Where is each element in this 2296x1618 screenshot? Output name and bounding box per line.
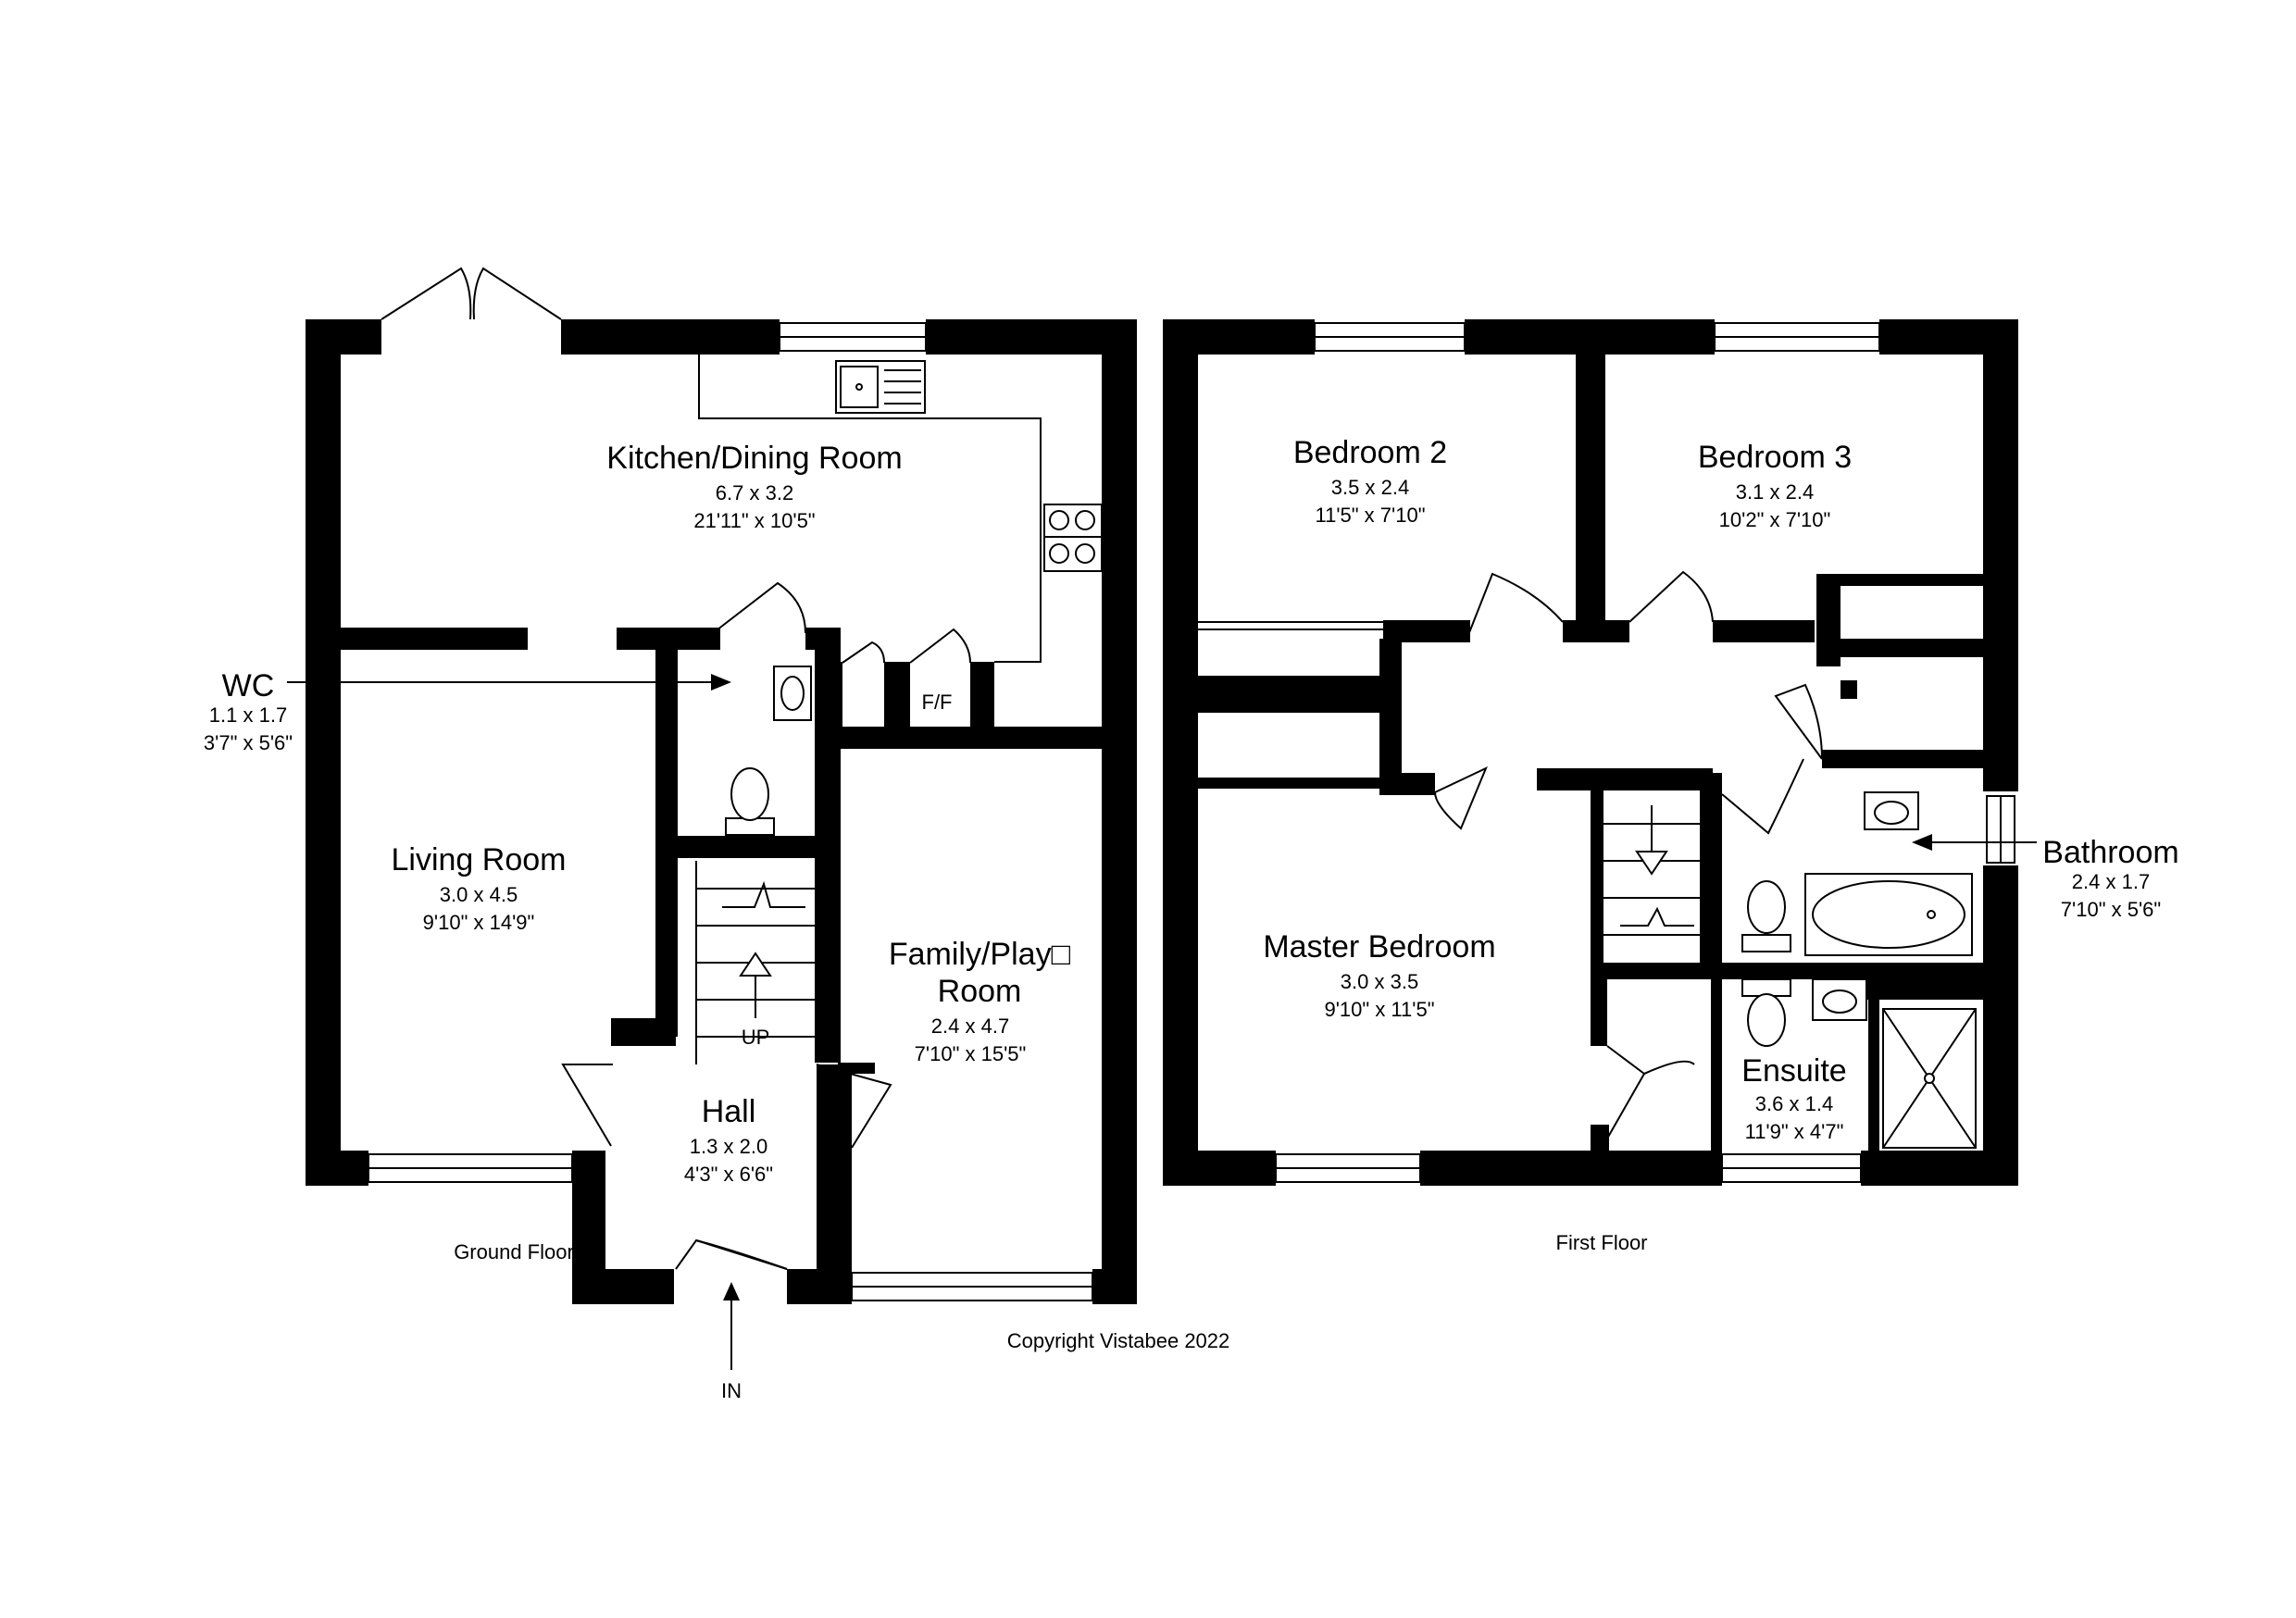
svg-text:6.7 x 3.2: 6.7 x 3.2 — [716, 481, 793, 504]
svg-text:3'7" x 5'6": 3'7" x 5'6" — [204, 731, 293, 754]
svg-text:Bathroom: Bathroom — [2042, 835, 2178, 870]
svg-text:Master Bedroom: Master Bedroom — [1263, 929, 1495, 965]
svg-text:10'2" x 7'10": 10'2" x 7'10" — [1719, 508, 1831, 531]
svg-text:7'10" x 5'6": 7'10" x 5'6" — [2061, 898, 2161, 921]
copyright-text: Copyright Vistabee 2022 — [1007, 1329, 1230, 1352]
wardrobes — [1198, 578, 1983, 786]
stairs-up-label: UP — [742, 1026, 770, 1049]
wc-label: WC 1.1 x 1.7 3'7" x 5'6" — [204, 668, 293, 754]
svg-text:Ensuite: Ensuite — [1741, 1053, 1846, 1089]
first-floor-label: First Floor — [1556, 1231, 1648, 1254]
svg-text:Bedroom 3: Bedroom 3 — [1698, 440, 1852, 475]
wc-fixtures — [725, 666, 812, 836]
ground-floor-arrows — [287, 674, 740, 1370]
svg-text:Kitchen/Dining Room: Kitchen/Dining Room — [606, 441, 902, 476]
svg-text:4'3" x 6'6": 4'3" x 6'6" — [684, 1163, 773, 1186]
svg-text:3.6 x 1.4: 3.6 x 1.4 — [1755, 1092, 1833, 1115]
kitchen-fixtures — [698, 355, 1103, 663]
master-bedroom-label: Master Bedroom 3.0 x 3.5 9'10" x 11'5" — [1263, 929, 1495, 1021]
svg-text:2.4 x 1.7: 2.4 x 1.7 — [2072, 870, 2150, 893]
svg-text:Bedroom 2: Bedroom 2 — [1293, 435, 1447, 470]
stairs-down-label: Down — [1626, 770, 1678, 793]
ensuite-fixtures — [1741, 978, 1977, 1149]
first-floor-stairs — [1603, 805, 1700, 936]
svg-text:7'10" x 15'5": 7'10" x 15'5" — [915, 1042, 1027, 1065]
first-floor-doors — [1434, 570, 1823, 1139]
svg-text:3.0 x 3.5: 3.0 x 3.5 — [1341, 970, 1418, 993]
first-floor-arrows — [1912, 834, 2037, 851]
svg-text:3.5 x 2.4: 3.5 x 2.4 — [1331, 476, 1409, 499]
fridge-freezer-label: F/F — [922, 691, 953, 714]
first-floor-windows — [1275, 322, 2015, 1183]
svg-text:3.0 x 4.5: 3.0 x 4.5 — [440, 883, 518, 906]
svg-text:2.4 x 4.7: 2.4 x 4.7 — [931, 1014, 1009, 1038]
living-room-label: Living Room 3.0 x 4.5 9'10" x 14'9" — [392, 842, 567, 934]
svg-text:9'10" x 14'9": 9'10" x 14'9" — [423, 911, 535, 934]
wc-basin — [773, 666, 812, 721]
svg-text:9'10" x 11'5": 9'10" x 11'5" — [1324, 998, 1434, 1021]
bedroom2-label: Bedroom 2 3.5 x 2.4 11'5" x 7'10" — [1293, 435, 1447, 527]
ground-floor-label: Ground Floor — [454, 1240, 574, 1263]
first-floor-walls — [1163, 319, 2018, 1186]
svg-text:3.1 x 2.4: 3.1 x 2.4 — [1736, 480, 1814, 504]
svg-text:1.3 x 2.0: 1.3 x 2.0 — [690, 1135, 767, 1158]
svg-text:11'5" x 7'10": 11'5" x 7'10" — [1315, 504, 1425, 527]
ground-floor-doors — [381, 267, 971, 1270]
entrance-label: IN — [721, 1379, 742, 1402]
svg-text:Family/Play□: Family/Play□ — [889, 937, 1071, 972]
bathroom-fixtures — [1741, 791, 1973, 956]
svg-text:Room: Room — [938, 974, 1022, 1009]
svg-text:WC: WC — [222, 668, 275, 703]
svg-text:21'11" x 10'5": 21'11" x 10'5" — [693, 509, 815, 532]
hall-label: Hall 1.3 x 2.0 4'3" x 6'6" — [684, 1094, 773, 1186]
kitchen-label: Kitchen/Dining Room 6.7 x 3.2 21'11" x 1… — [606, 441, 902, 532]
bathroom-toilet — [1741, 934, 1791, 952]
first-floor-plan: Bedroom 2 3.5 x 2.4 11'5" x 7'10" Bedroo… — [1163, 319, 2179, 1254]
bedroom3-label: Bedroom 3 3.1 x 2.4 10'2" x 7'10" — [1698, 440, 1852, 531]
svg-text:11'9" x 4'7": 11'9" x 4'7" — [1745, 1120, 1844, 1143]
family-room-label: Family/Play□ Room 2.4 x 4.7 7'10" x 15'5… — [889, 937, 1071, 1065]
svg-text:Living Room: Living Room — [392, 842, 567, 877]
ground-floor-stairs — [695, 861, 815, 1064]
ground-floor-walls — [306, 319, 1137, 1304]
ensuite-label: Ensuite 3.6 x 1.4 11'9" x 4'7" — [1741, 1053, 1846, 1143]
bathroom-label: Bathroom 2.4 x 1.7 7'10" x 5'6" — [2042, 835, 2178, 921]
ground-floor-windows — [368, 322, 1093, 1301]
svg-text:Hall: Hall — [702, 1094, 756, 1129]
svg-text:1.1 x 1.7: 1.1 x 1.7 — [209, 703, 287, 727]
ground-floor-plan: Kitchen/Dining Room 6.7 x 3.2 21'11" x 1… — [204, 267, 1137, 1402]
